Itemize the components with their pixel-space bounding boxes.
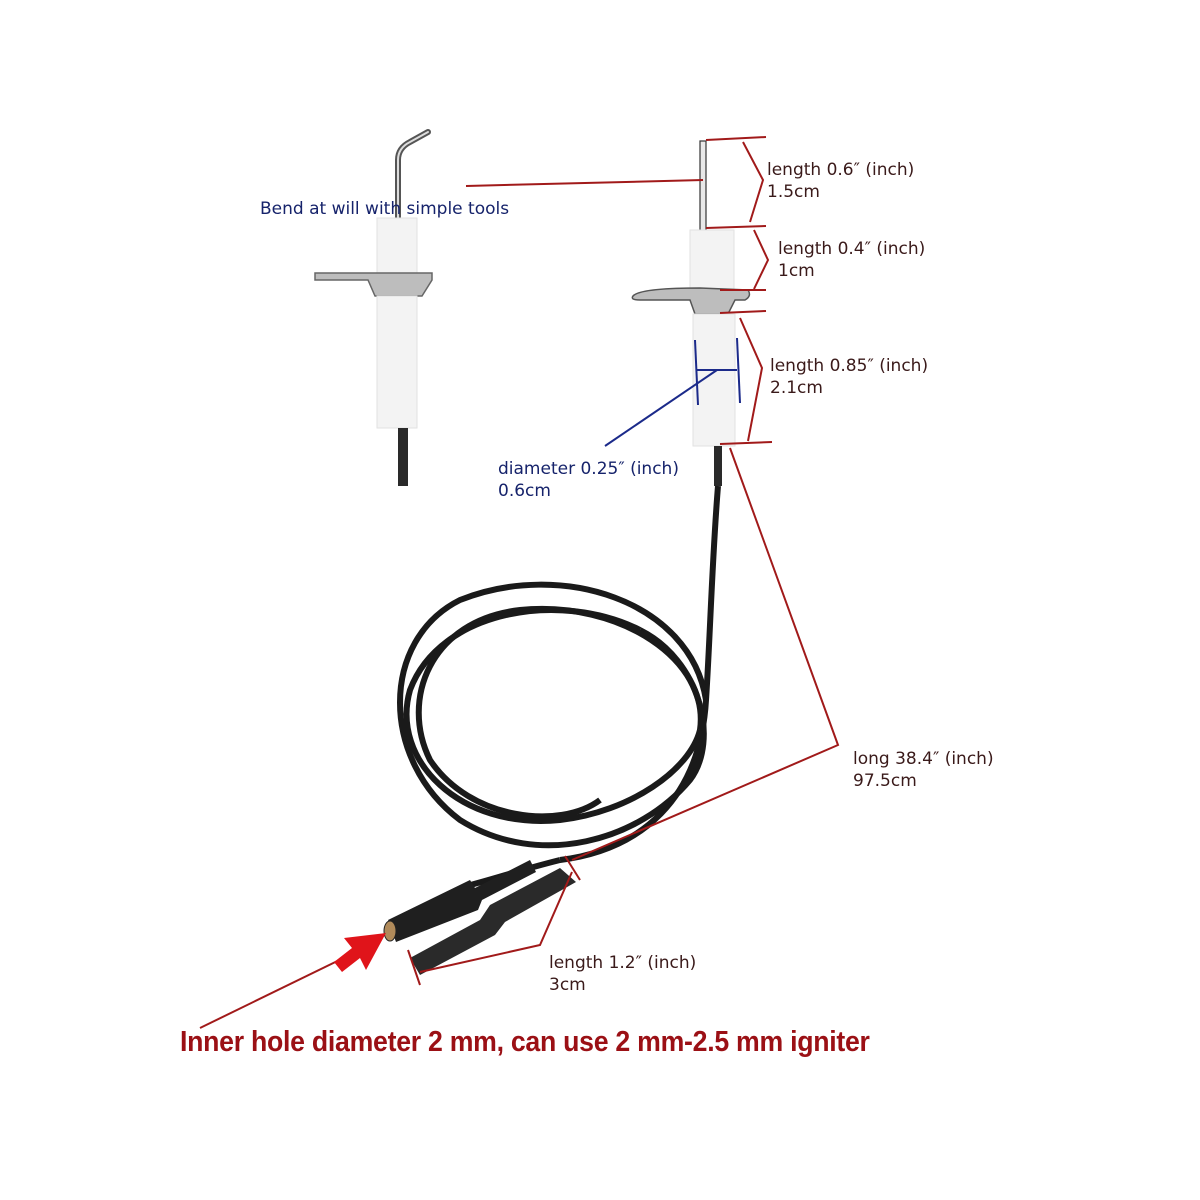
dimension-diameter: diameter 0.25″ (inch) 0.6cm <box>498 458 679 502</box>
dimension-diameter-inch: diameter 0.25″ (inch) <box>498 459 679 479</box>
terminals <box>383 860 576 975</box>
dimension-diameter-cm: 0.6cm <box>498 481 551 501</box>
dimension-terminal-cm: 3cm <box>549 975 586 995</box>
dimension-cable: long 38.4″ (inch) 97.5cm <box>853 748 994 792</box>
dimension-upper-cm: 1cm <box>778 261 815 281</box>
arrow-icon <box>199 933 386 1029</box>
right-electrode <box>631 140 751 486</box>
headline-note: Inner hole diameter 2 mm, can use 2 mm-2… <box>180 1026 870 1058</box>
dimension-lines <box>407 136 840 986</box>
diameter-lines <box>604 337 741 447</box>
dimension-upper-inch: length 0.4″ (inch) <box>778 239 926 259</box>
dimension-tip-inch: length 0.6″ (inch) <box>767 160 915 180</box>
left-electrode <box>314 129 433 486</box>
dimension-cable-cm: 97.5cm <box>853 771 917 791</box>
dimension-lower-cm: 2.1cm <box>770 378 823 398</box>
dimension-lower-inch: length 0.85″ (inch) <box>770 356 929 376</box>
cable <box>397 485 721 888</box>
dimension-tip: length 0.6″ (inch) 1.5cm <box>767 159 914 203</box>
bend-note: Bend at will with simple tools <box>260 199 510 219</box>
dimension-tip-cm: 1.5cm <box>767 182 820 202</box>
dimension-upper-ceramic: length 0.4″ (inch) 1cm <box>778 238 925 282</box>
dimension-terminal: length 1.2″ (inch) 3cm <box>549 952 696 996</box>
dimension-cable-inch: long 38.4″ (inch) <box>853 749 994 769</box>
dimension-terminal-inch: length 1.2″ (inch) <box>549 953 697 973</box>
dimension-lower-ceramic: length 0.85″ (inch) 2.1cm <box>770 355 928 399</box>
